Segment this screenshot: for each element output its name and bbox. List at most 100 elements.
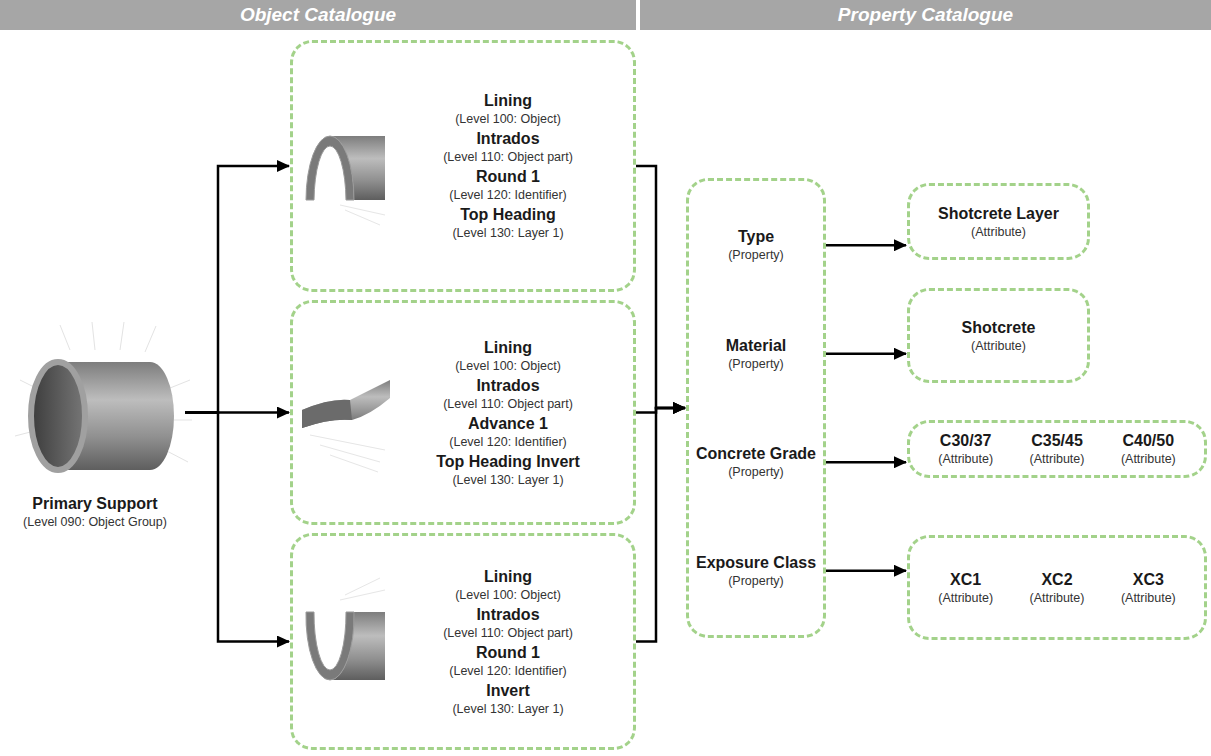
item-name: Top Heading [460,205,556,225]
item-name: Shotcrete [962,318,1036,338]
text-group: Primary Support(Level 090: Object Group) [23,494,167,530]
connector-arrow [636,408,685,413]
text-group: Intrados(Level 110: Object part) [443,605,573,641]
level-note: (Property) [728,464,784,480]
connector-arrow [636,408,685,642]
top-heading-invert-slab [302,380,390,472]
text-group: Round 1(Level 120: Identifier) [449,643,566,679]
object-box: Lining(Level 100: Object)Intrados(Level … [290,533,636,750]
text-group: Invert(Level 130: Layer 1) [452,681,563,717]
level-note: (Level 100: Object) [455,587,561,603]
object-group: Primary Support(Level 090: Object Group) [5,350,185,530]
level-note: (Level 090: Object Group) [23,514,167,530]
text-group: Top Heading(Level 130: Layer 1) [452,205,563,241]
item-name: Lining [484,338,532,358]
level-note: (Level 130: Layer 1) [452,472,563,488]
item-name: Intrados [476,376,539,396]
connector-arrow [185,413,289,642]
level-note: (Level 110: Object part) [443,625,573,641]
text-group: C40/50(Attribute) [1121,431,1176,467]
property-box: Type(Property)Material(Property)Concrete… [686,178,826,638]
item-name: Concrete Grade [696,444,816,464]
text-group: Concrete Grade(Property) [696,444,816,480]
level-note: (Level 120: Identifier) [449,187,566,203]
level-note: (Attribute) [971,224,1026,240]
item-name: Invert [486,681,530,701]
text-group: Shotcrete(Attribute) [962,318,1036,354]
connector-arrow [826,244,906,247]
level-note: (Property) [728,247,784,263]
top-heading-shell [306,136,385,225]
item-name: Exposure Class [696,553,816,573]
connector-arrow [826,353,906,356]
level-note: (Level 100: Object) [455,358,561,374]
text-group: Object Catalogue [240,5,396,25]
header-band: Property Catalogue [640,0,1211,30]
item-name: Round 1 [476,167,540,187]
section-title: Property Catalogue [838,5,1013,25]
level-note: (Attribute) [938,451,993,467]
level-note: (Level 100: Object) [455,111,561,127]
bolt-strokes [15,322,192,462]
primary-support-tube [31,362,174,470]
item-name: Shotcrete Layer [938,204,1059,224]
item-name: Lining [484,567,532,587]
text-group: Lining(Level 100: Object) [455,567,561,603]
level-note: (Level 110: Object part) [443,149,573,165]
text-group: Advance 1(Level 120: Identifier) [449,414,566,450]
level-note: (Level 110: Object part) [443,396,573,412]
text-group: C35/45(Attribute) [1030,431,1085,467]
header-band: Object Catalogue [0,0,636,30]
section-title: Object Catalogue [240,5,396,25]
text-group: Property Catalogue [838,5,1013,25]
item-name: Lining [484,91,532,111]
attribute-box: Shotcrete Layer(Attribute) [907,183,1090,260]
connector-arrow [185,166,289,413]
level-note: (Attribute) [1121,590,1176,606]
text-group: Round 1(Level 120: Identifier) [449,167,566,203]
connector-arrow [826,461,906,464]
item-name: C35/45 [1031,431,1083,451]
level-note: (Attribute) [938,590,993,606]
item-name: Intrados [476,129,539,149]
text-group: Material(Property) [726,336,786,372]
item-name: XC2 [1041,570,1072,590]
text-group: Top Heading Invert(Level 130: Layer 1) [436,452,580,488]
item-name: XC1 [950,570,981,590]
item-name: Top Heading Invert [436,452,580,472]
level-note: (Property) [728,573,784,589]
text-group: Type(Property) [728,227,784,263]
text-group: XC3(Attribute) [1121,570,1176,606]
connector-arrow [636,166,685,408]
connector-arrow [185,411,289,414]
text-group: Shotcrete Layer(Attribute) [938,204,1059,240]
text-group: XC1(Attribute) [938,570,993,606]
item-name: XC3 [1133,570,1164,590]
text-group: Intrados(Level 110: Object part) [443,376,573,412]
text-group: XC2(Attribute) [1030,570,1085,606]
level-note: (Property) [728,356,784,372]
connector-arrow [826,570,906,573]
item-name: Material [726,336,786,356]
text-group: Exposure Class(Property) [696,553,816,589]
invert-shell [306,578,385,680]
level-note: (Level 130: Layer 1) [452,701,563,717]
level-note: (Attribute) [1030,451,1085,467]
object-box: Lining(Level 100: Object)Intrados(Level … [290,40,636,292]
text-group: C30/37(Attribute) [938,431,993,467]
item-name: Type [738,227,774,247]
attribute-box: C30/37(Attribute)C35/45(Attribute)C40/50… [907,420,1207,478]
level-note: (Attribute) [971,338,1026,354]
item-name: C40/50 [1123,431,1175,451]
attribute-box: XC1(Attribute)XC2(Attribute)XC3(Attribut… [907,535,1207,640]
text-group: Lining(Level 100: Object) [455,91,561,127]
level-note: (Level 120: Identifier) [449,434,566,450]
item-name: Intrados [476,605,539,625]
item-name: Primary Support [32,494,157,514]
text-group: Intrados(Level 110: Object part) [443,129,573,165]
level-note: (Level 120: Identifier) [449,663,566,679]
object-box: Lining(Level 100: Object)Intrados(Level … [290,300,636,525]
item-name: Advance 1 [468,414,548,434]
